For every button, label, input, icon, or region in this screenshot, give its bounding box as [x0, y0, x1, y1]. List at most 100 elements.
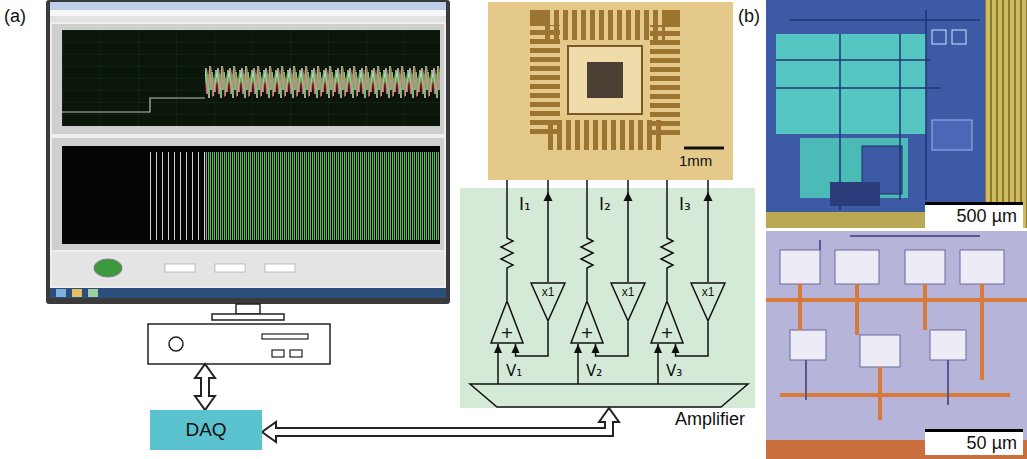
chip-photo [545, 25, 665, 135]
micrograph-bottom [835, 250, 879, 284]
micrograph-bottom [780, 250, 820, 284]
computer [290, 350, 302, 357]
monitor-screenshot [62, 146, 440, 244]
micrograph-bottom [806, 236, 980, 405]
panel-letter: (a) [4, 6, 26, 27]
computer [148, 304, 330, 364]
micrograph-top [766, 0, 1027, 228]
micrograph-top [766, 0, 1027, 228]
label-text: I₂ [599, 194, 611, 214]
amplifier-circuit [661, 180, 673, 300]
buffer-amplifier: x1 [530, 282, 566, 322]
summing-amplifier: + [490, 300, 524, 344]
monitor-screenshot [205, 64, 440, 100]
micrograph-bottom [860, 335, 900, 367]
label-text: (a) [4, 6, 26, 26]
node-label: + [580, 325, 593, 341]
monitor-screenshot [52, 138, 444, 250]
node-label: x1 [542, 286, 555, 298]
amplifier-outline [571, 301, 603, 343]
monitor-screenshot [215, 264, 245, 272]
computer [272, 350, 284, 357]
monitor-screenshot [50, 2, 446, 298]
monitor-screenshot [50, 16, 446, 22]
voltage-label: V₂ [586, 362, 602, 380]
monitor-screenshot [46, 0, 450, 304]
block-title: Amplifier [675, 410, 745, 430]
micrograph-bottom [766, 231, 1027, 459]
panel-letter: (b) [738, 6, 760, 27]
current-label: I₂ [599, 195, 611, 215]
current-label: I₁ [519, 195, 531, 215]
scale-bar: 50 µm [925, 429, 1023, 455]
node-label: + [660, 325, 673, 341]
amplifier-circuit [460, 180, 755, 408]
monitor-screenshot [165, 264, 195, 272]
amplifier-circuit [624, 192, 633, 201]
wire [516, 322, 549, 356]
buffer-amplifier: x1 [610, 282, 646, 322]
data-bus-arrow [275, 421, 610, 433]
node-label: x1 [622, 286, 635, 298]
amplifier-outline [491, 301, 523, 343]
micrograph-top [830, 182, 880, 206]
label-text: 50 µm [967, 433, 1017, 453]
monitor-screenshot [62, 30, 440, 126]
amplifier-circuit [470, 384, 748, 407]
feedback-wire [516, 322, 549, 356]
monitor-screenshot [94, 259, 122, 277]
node-label: x1 [702, 286, 715, 298]
summing-amplifier: + [650, 300, 684, 344]
amplifier-circuit [581, 180, 593, 300]
monitor-screenshot [46, 0, 450, 304]
summing-amplifier: + [570, 300, 604, 344]
amplifier-circuit [501, 180, 513, 300]
monitor-screenshot [205, 152, 440, 240]
amplifier-circuit [577, 344, 579, 384]
voltage-label: V₁ [506, 362, 522, 380]
voltage-label: V₃ [666, 362, 682, 380]
chip-photo [568, 46, 642, 114]
buffer-amplifier: x1 [690, 282, 726, 322]
scale-bar-label: 1mm [679, 152, 712, 170]
amplifier-circuit [460, 188, 755, 408]
daq-box: DAQ [150, 410, 262, 450]
feedback-wire [596, 322, 629, 356]
wire [676, 322, 709, 356]
micrograph-top [932, 30, 946, 44]
arrow-body [275, 421, 610, 433]
chip-photo [684, 147, 724, 150]
computer [169, 337, 183, 351]
computer [148, 324, 330, 364]
micrograph-top [776, 10, 980, 210]
micrograph-top [932, 120, 972, 150]
label-text: I₁ [519, 194, 531, 214]
node-label: DAQ [185, 419, 226, 441]
label-text: 1mm [679, 152, 712, 169]
pc-daq-link [205, 377, 206, 398]
amplifier-outline [651, 301, 683, 343]
computer [236, 304, 260, 314]
label-text: V₁ [506, 362, 522, 380]
label-text: V₃ [666, 362, 682, 380]
monitor-screenshot [56, 289, 66, 297]
monitor-screenshot [88, 289, 98, 297]
amplifier-circuit [544, 192, 553, 201]
computer [262, 334, 308, 339]
current-label: I₃ [679, 195, 691, 215]
micrograph-top [776, 34, 926, 134]
micrograph-bottom [790, 330, 826, 360]
amplifier-panel: Amplifier+x1+x1+x1 [460, 188, 755, 408]
micrograph-top [985, 0, 1027, 228]
node-label: + [500, 325, 513, 341]
wire [596, 322, 629, 356]
label-text: (b) [738, 6, 760, 26]
monitor-screenshot [52, 252, 444, 286]
micrograph-bottom [905, 250, 945, 284]
amplifier-circuit [497, 344, 499, 384]
monitor-screenshot [50, 288, 446, 298]
chip-photo [587, 62, 623, 98]
label-text: V₂ [586, 362, 602, 380]
amplifier-circuit [548, 180, 708, 282]
pc-daq-link [202, 377, 208, 398]
